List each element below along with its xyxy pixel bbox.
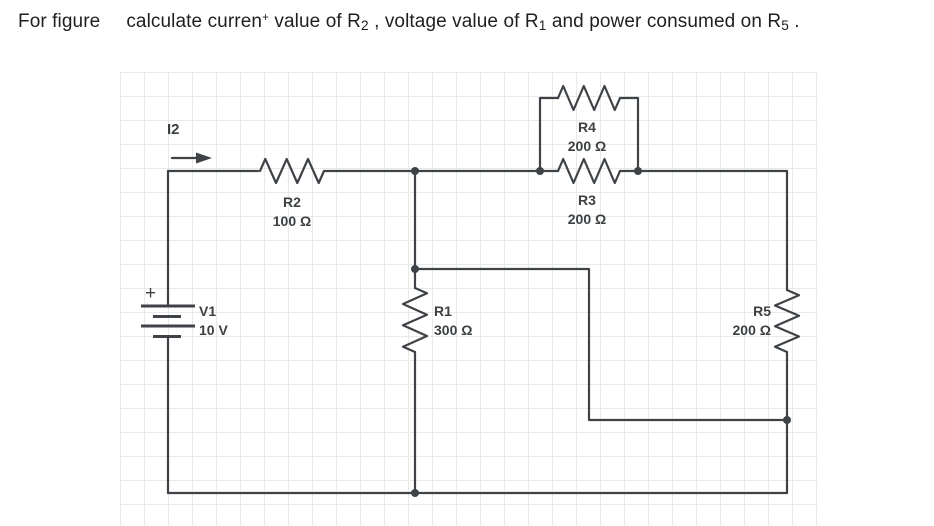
r1-name: R1 — [434, 303, 452, 319]
title-text-3: , voltage value of R — [368, 11, 539, 32]
current-label: I2 — [167, 121, 180, 138]
r3-label: R3 200 Ω — [547, 191, 627, 229]
battery-plus-sign: + — [145, 283, 157, 304]
battery-symbol — [141, 304, 195, 338]
r1-resistor-symbol — [401, 286, 429, 354]
title-prefix: For figure — [18, 11, 101, 32]
r2-label: R2 100 Ω — [252, 193, 332, 231]
junction-dot — [783, 416, 791, 424]
current-arrow-head — [196, 152, 212, 164]
v1-name: V1 — [199, 303, 217, 319]
r4-resistor-symbol — [556, 84, 622, 112]
current-arrow-icon — [170, 152, 212, 164]
v1-value: 10 V — [199, 322, 228, 338]
r4-label: R4 200 Ω — [547, 118, 627, 156]
r1-label: R1 300 Ω — [434, 302, 472, 340]
title-sub-r5: 5 — [781, 18, 789, 33]
junction-dot — [411, 489, 419, 497]
r5-value: 200 Ω — [732, 322, 771, 338]
r2-resistor-symbol — [258, 157, 326, 185]
grid-background — [120, 72, 818, 526]
r5-label: R5 200 Ω — [641, 302, 771, 340]
r5-name: R5 — [753, 303, 771, 319]
inner-branch-wire — [413, 267, 789, 422]
title-sub-r1: 1 — [538, 18, 547, 33]
junction-dot — [411, 167, 419, 175]
r2-value: 100 Ω — [272, 213, 312, 229]
r5-resistor-symbol — [773, 288, 801, 354]
r2-name: R2 — [283, 194, 301, 210]
title-sub-r2: 2 — [360, 18, 369, 33]
r1-value: 300 Ω — [434, 322, 473, 338]
title-text-2: value of R — [269, 11, 361, 32]
title-text-1: calculate curren — [126, 11, 263, 32]
r4-value: 200 Ω — [567, 138, 607, 154]
junction-dot — [634, 167, 642, 175]
r4-branch-left-wire — [538, 96, 560, 173]
r3-resistor-symbol — [556, 157, 622, 185]
title-superscript-t: + — [262, 11, 270, 25]
r4-branch-right-wire — [618, 96, 640, 173]
title-text-4: and power consumed on R — [546, 11, 782, 32]
title-text-5: . — [788, 11, 800, 32]
junction-dot — [536, 167, 544, 175]
r3-name: R3 — [578, 192, 596, 208]
junction-dot — [411, 265, 419, 273]
v1-label: V1 10 V — [199, 302, 228, 340]
r3-value: 200 Ω — [567, 211, 607, 227]
r4-name: R4 — [578, 119, 596, 135]
